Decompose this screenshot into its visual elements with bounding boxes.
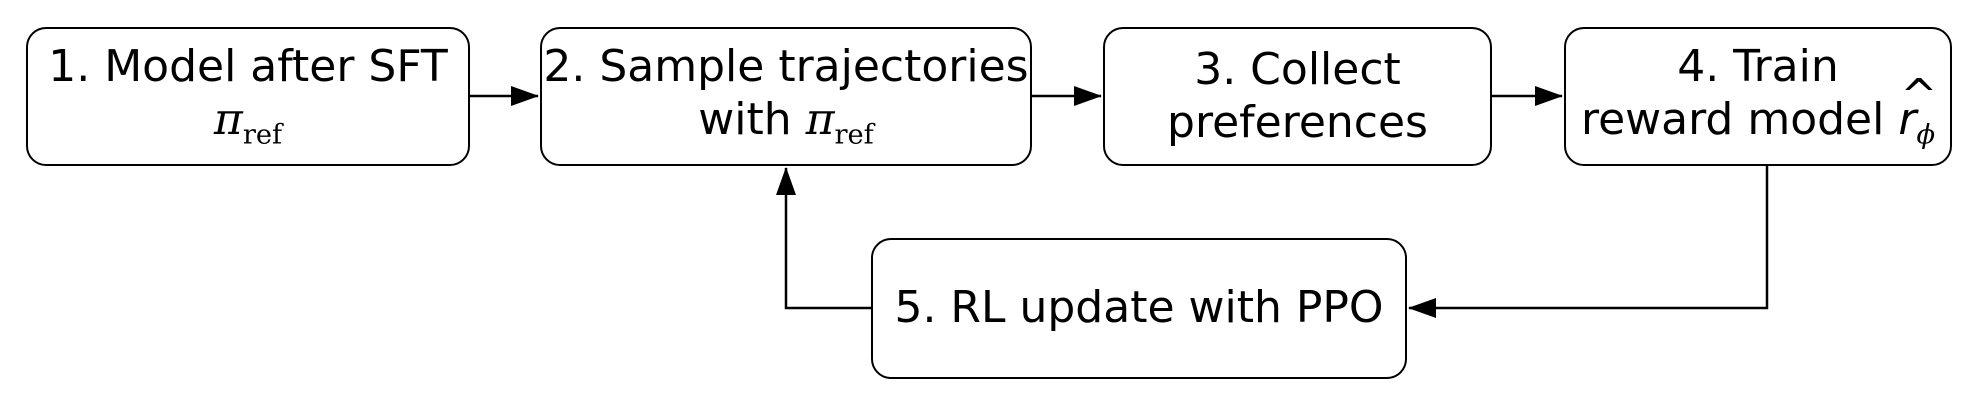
reward-model-text: reward model [1580,93,1899,145]
pi-symbol: π [805,93,835,145]
edge-n5-to-n2 [776,167,871,310]
edge-n4-to-n5 [1408,166,1769,318]
node-model-after-sft: 1. Model after SFT πref [26,27,470,166]
r-symbol: r [1898,93,1917,145]
node-train-reward-model: 4. Train reward model ^rϕ [1564,27,1952,166]
ref-subscript: ref [242,119,283,151]
r-hat-symbol: ^r [1898,70,1937,147]
node-sample-trajectories: 2. Sample trajectories with πref [540,27,1032,166]
hat-accent: ^ [1900,69,1938,121]
node-title: 4. Train [1677,40,1839,92]
ref-subscript: ref [834,119,874,151]
node-title: 1. Model after SFT [48,40,448,92]
node-subtitle: preferences [1167,96,1428,148]
node-collect-preferences: 3. Collect preferences [1103,27,1492,166]
phi-subscript: ϕ [1916,119,1936,151]
node-title: 3. Collect [1194,43,1401,95]
policy-symbol: πref [214,94,282,152]
pi-symbol: π [213,93,243,145]
node-subtitle: reward model ^rϕ [1580,70,1937,152]
node-rl-update-ppo: 5. RL update with PPO [871,238,1407,379]
with-text: with [698,93,806,145]
node-title: 2. Sample trajectories [543,40,1029,92]
node-title: 5. RL update with PPO [894,282,1384,334]
node-subtitle: with πref [698,94,874,152]
